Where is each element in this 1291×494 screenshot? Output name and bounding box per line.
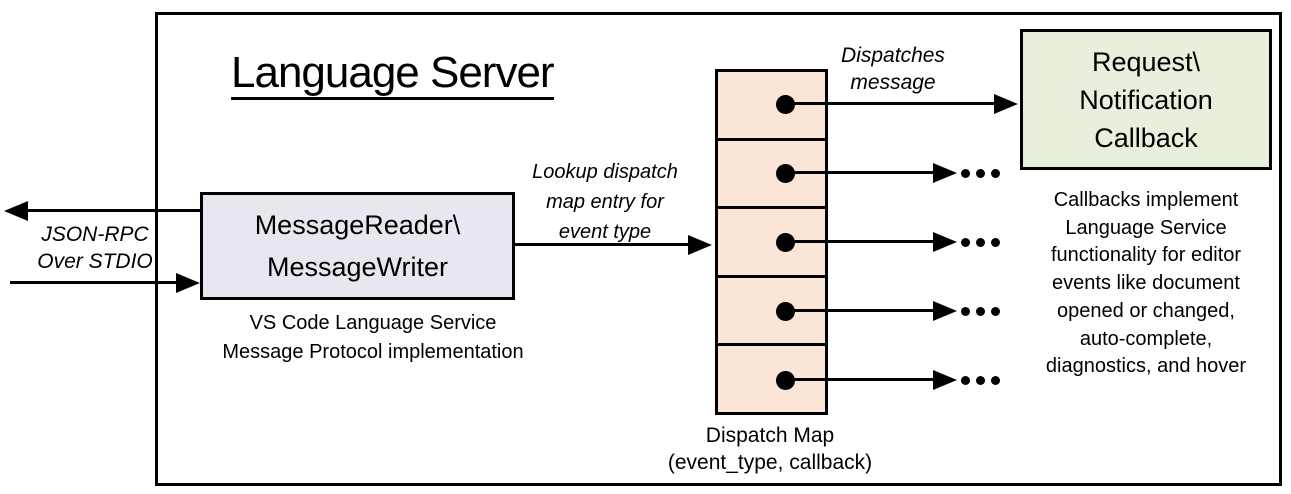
dispatch-map-caption-line: Dispatch Map <box>705 424 835 447</box>
io-protocol-label: JSON-RPC Over STDIO <box>15 221 175 275</box>
ellipsis-icon <box>961 169 1000 178</box>
callbacks-note-line: auto-complete, <box>1079 327 1213 350</box>
dispatch-arrow-line <box>785 378 935 381</box>
dispatches-message-label: Dispatches message <box>818 42 968 96</box>
dispatch-entry-dot-icon <box>776 371 795 390</box>
jsonrpc-out-arrowhead-icon <box>4 201 28 221</box>
message-readerwriter-line: MessageWriter <box>266 252 449 282</box>
callback-box-line: Callback <box>1094 122 1198 153</box>
lookup-dispatch-label: Lookup dispatch map entry for event type <box>505 157 705 247</box>
dispatch-arrow-line <box>785 102 996 105</box>
message-box-caption: VS Code Language Service Message Protoco… <box>173 309 573 367</box>
dispatch-arrow-line <box>785 309 935 312</box>
dispatch-entry-dot-icon <box>776 302 795 321</box>
lookup-dispatch-label-line: Lookup dispatch <box>532 161 678 183</box>
dispatch-map-cell <box>718 343 825 412</box>
message-box-caption-line: VS Code Language Service <box>249 312 497 334</box>
io-protocol-label-line: JSON-RPC <box>41 223 149 246</box>
dispatch-arrowhead-icon <box>994 94 1018 114</box>
jsonrpc-in-arrow-line <box>10 281 178 284</box>
dispatch-arrow-line <box>785 171 935 174</box>
callbacks-note-line: Callbacks implement <box>1053 189 1239 211</box>
ellipsis-icon <box>961 307 1000 316</box>
callback-box-line: Notification <box>1079 84 1213 115</box>
dispatch-entry-dot-icon <box>776 164 795 183</box>
dispatch-entry-dot-icon <box>776 233 795 252</box>
dispatch-map-caption: Dispatch Map (event_type, callback) <box>630 422 910 476</box>
message-box-caption-line: Message Protocol implementation <box>222 341 524 363</box>
request-notification-callback-box: Request\ Notification Callback <box>1020 29 1272 170</box>
jsonrpc-out-arrow-line <box>26 209 200 212</box>
callbacks-note: Callbacks implement Language Service fun… <box>1016 187 1276 381</box>
ellipsis-icon <box>961 238 1000 247</box>
dispatch-entry-dot-icon <box>776 95 795 114</box>
callbacks-note-line: Language Service <box>1065 216 1227 239</box>
dispatch-arrow-line <box>785 240 935 243</box>
lookup-arrowhead-icon <box>688 235 712 255</box>
callbacks-note-line: events like document <box>1052 272 1240 295</box>
dispatches-message-label-line: Dispatches <box>841 44 945 67</box>
callbacks-note-line: diagnostics, and hover <box>1045 355 1247 378</box>
callbacks-note-line: opened or changed, <box>1057 299 1235 322</box>
callback-box-line: Request\ <box>1091 46 1201 77</box>
lookup-dispatch-label-line: map entry for <box>546 191 664 213</box>
message-readerwriter-line: MessageReader\ <box>254 210 461 240</box>
io-protocol-label-line: Over STDIO <box>37 250 153 273</box>
callbacks-note-line: functionality for editor <box>1050 244 1242 267</box>
jsonrpc-in-arrowhead-icon <box>176 273 200 293</box>
message-readerwriter-box: MessageReader\ MessageWriter <box>200 192 515 300</box>
ellipsis-icon <box>961 376 1000 385</box>
lookup-dispatch-label-line: event type <box>558 221 652 243</box>
dispatches-message-label-line: message <box>850 71 936 94</box>
dispatch-arrowhead-icon <box>933 370 957 390</box>
lookup-arrow-line <box>515 243 690 246</box>
dispatch-arrowhead-icon <box>933 163 957 183</box>
dispatch-arrowhead-icon <box>933 232 957 252</box>
diagram-title: Language Server <box>231 49 555 101</box>
dispatch-arrowhead-icon <box>933 301 957 321</box>
dispatch-map-caption-line: (event_type, callback) <box>667 451 873 474</box>
